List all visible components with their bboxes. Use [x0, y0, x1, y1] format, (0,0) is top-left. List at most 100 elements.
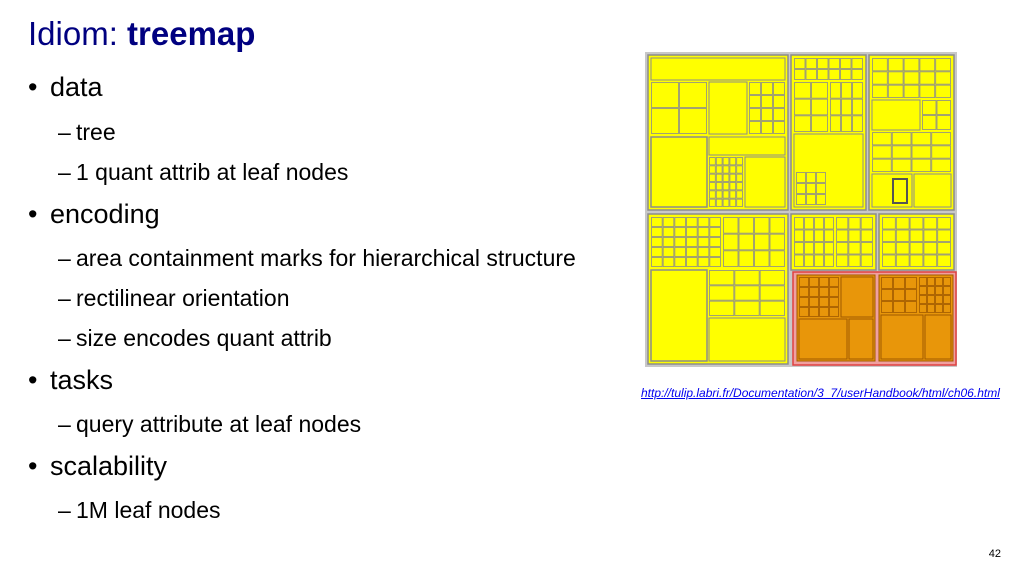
treemap-leaf — [697, 217, 710, 227]
bullet-encoding: •encoding — [28, 199, 160, 229]
slide-title: Idiom: treemap — [28, 14, 255, 54]
treemap-leaf — [686, 217, 698, 227]
treemap-leaf — [662, 257, 675, 267]
treemap-leaf — [852, 82, 863, 99]
treemap-leaf — [662, 217, 675, 227]
treemap-selected-leaf — [892, 178, 908, 204]
treemap-leaf — [943, 295, 951, 304]
treemap-leaf — [905, 277, 917, 289]
treemap-leaf — [895, 242, 910, 255]
treemap-leaf — [806, 172, 816, 183]
source-link[interactable]: http://tulip.labri.fr/Documentation/3_7/… — [641, 386, 1000, 400]
treemap-leaf — [722, 173, 730, 182]
treemap-leaf — [919, 286, 927, 295]
treemap-leaf — [736, 173, 743, 182]
treemap-leaf — [674, 247, 686, 257]
treemap-leaf — [651, 247, 663, 257]
treemap-leaf — [749, 82, 761, 95]
treemap-leaf — [816, 194, 826, 205]
treemap-leaf — [927, 304, 935, 313]
bullet-data: •data — [28, 72, 103, 102]
treemap-leaf — [816, 172, 826, 183]
treemap-leaf — [848, 242, 861, 255]
treemap-leaf — [840, 58, 852, 69]
treemap-leaf — [935, 304, 943, 313]
treemap-leaf — [816, 183, 826, 194]
treemap-leaf — [709, 157, 716, 166]
treemap-leaf — [761, 95, 773, 108]
treemap-cell — [848, 318, 874, 360]
treemap-leaf — [840, 69, 852, 80]
treemap-leaf — [794, 254, 804, 267]
treemap-leaf — [935, 84, 951, 98]
treemap-leaf — [715, 198, 723, 207]
treemap-leaf — [722, 157, 730, 166]
treemap-leaf — [749, 121, 761, 134]
treemap-leaf — [811, 82, 828, 99]
treemap-leaf — [723, 233, 739, 251]
treemap-cell — [650, 269, 708, 362]
treemap-leaf — [697, 227, 710, 237]
treemap-leaf — [851, 58, 863, 69]
treemap-leaf — [651, 217, 663, 227]
treemap-leaf — [799, 297, 809, 307]
treemap-leaf — [937, 229, 951, 242]
treemap-leaf — [909, 229, 924, 242]
treemap-leaf — [895, 229, 910, 242]
treemap-leaf — [935, 277, 943, 286]
treemap-leaf — [761, 82, 773, 95]
treemap-leaf — [651, 227, 663, 237]
bullet-tasks: •tasks — [28, 365, 114, 395]
treemap-leaf — [715, 173, 723, 182]
treemap-leaf — [697, 237, 710, 247]
treemap-leaf — [749, 108, 761, 121]
treemap-leaf — [709, 198, 716, 207]
page-number: 42 — [988, 548, 1001, 560]
treemap-leaf — [794, 82, 811, 99]
sub-bullet-leaf-nodes: –1M leaf nodes — [58, 497, 221, 523]
treemap-leaf — [709, 270, 735, 286]
treemap-cell — [913, 173, 952, 208]
treemap-leaf — [882, 254, 896, 267]
treemap-leaf — [931, 158, 951, 172]
treemap-leaf — [830, 115, 841, 132]
treemap-leaf — [937, 217, 951, 230]
treemap-leaf — [804, 242, 814, 255]
treemap-leaf — [860, 217, 873, 230]
treemap-leaf — [773, 121, 785, 134]
treemap-leaf — [794, 217, 804, 230]
treemap-leaf — [935, 286, 943, 295]
treemap-leaf — [830, 98, 841, 116]
treemap-leaf — [722, 198, 730, 207]
treemap-leaf — [761, 121, 773, 134]
treemap-leaf — [679, 82, 707, 108]
treemap-leaf — [922, 115, 937, 130]
treemap-leaf — [931, 132, 951, 146]
treemap-leaf — [729, 157, 737, 166]
treemap-leaf — [895, 217, 910, 230]
treemap-leaf — [905, 301, 917, 313]
treemap-leaf — [919, 84, 936, 98]
treemap-leaf — [931, 145, 951, 159]
treemap-leaf — [686, 227, 698, 237]
treemap-leaf — [923, 242, 938, 255]
treemap-leaf — [841, 115, 852, 132]
treemap-leaf — [794, 115, 811, 132]
treemap-leaf — [722, 165, 730, 174]
treemap-leaf — [709, 165, 716, 174]
treemap-leaf — [891, 158, 912, 172]
treemap-leaf — [895, 254, 910, 267]
treemap-leaf — [887, 71, 904, 85]
treemap-leaf — [927, 277, 935, 286]
treemap-leaf — [715, 182, 723, 191]
treemap-leaf — [923, 217, 938, 230]
treemap-leaf — [814, 217, 824, 230]
treemap-leaf — [836, 254, 849, 267]
treemap-leaf — [674, 227, 686, 237]
treemap-leaf — [943, 277, 951, 286]
treemap-leaf — [679, 108, 707, 134]
treemap-leaf — [893, 301, 905, 313]
treemap-image — [645, 52, 957, 367]
treemap-leaf — [754, 233, 770, 251]
treemap-leaf — [809, 297, 819, 307]
